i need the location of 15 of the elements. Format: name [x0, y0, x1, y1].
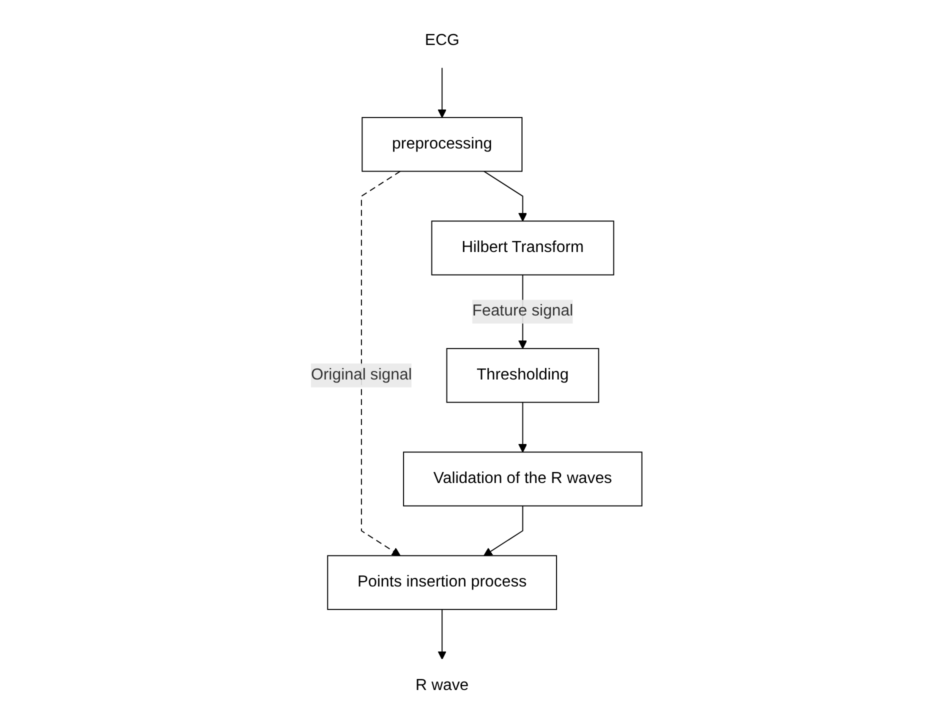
node-text: R wave	[415, 677, 468, 694]
node-box: preprocessing	[361, 117, 522, 172]
edge-label: Feature signal	[472, 302, 573, 320]
arrow	[483, 505, 523, 556]
node-text: ECG	[424, 32, 459, 49]
node-box: Thresholding	[446, 348, 599, 403]
arrow	[518, 402, 527, 453]
node-box: Validation of the R waves	[402, 452, 642, 506]
node-box: Hilbert Transform	[430, 220, 614, 276]
arrow	[483, 170, 527, 222]
edge-label: Original signal	[310, 366, 412, 384]
arrow	[437, 67, 446, 118]
arrow	[360, 170, 400, 556]
node-box: Points insertion process	[326, 555, 557, 610]
arrow	[437, 608, 446, 660]
